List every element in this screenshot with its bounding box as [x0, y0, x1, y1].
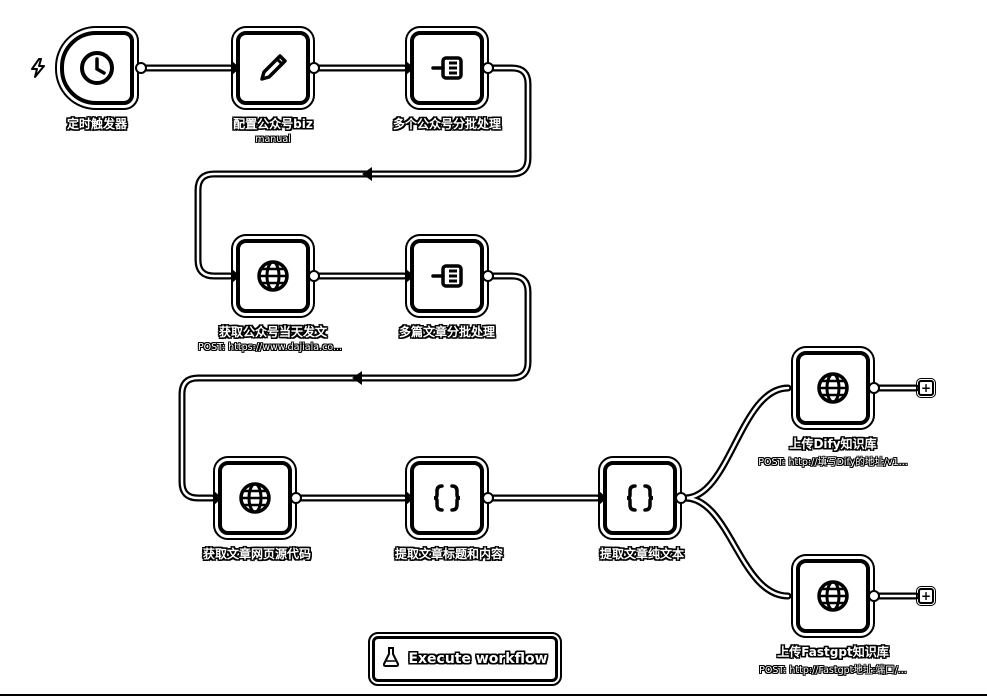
node-split-batches-1[interactable] — [405, 26, 489, 110]
node-timer-trigger[interactable] — [55, 26, 139, 110]
node-subtitle: POST: http://填写Dify的地址/v1... — [758, 457, 908, 468]
execute-workflow-label: Execute workflow — [408, 651, 548, 667]
output-handle[interactable] — [482, 62, 494, 74]
add-node-button[interactable]: + — [916, 586, 936, 606]
node-label: 上传Fastgpt知识库 — [777, 645, 889, 659]
globe-icon — [235, 478, 275, 518]
node-config-biz[interactable] — [231, 26, 315, 110]
lightning-bolt-icon — [30, 58, 46, 82]
globe-icon — [253, 256, 293, 296]
output-handle[interactable] — [308, 62, 320, 74]
execute-workflow-button[interactable]: Execute workflow — [368, 632, 562, 686]
node-label: 多篇文章分批处理 — [398, 325, 496, 339]
node-label: 多个公众号分批处理 — [392, 117, 502, 131]
split-in-batches-icon — [427, 48, 467, 88]
output-handle[interactable] — [290, 492, 302, 504]
output-handle[interactable] — [482, 270, 494, 282]
output-handle[interactable] — [868, 382, 880, 394]
node-upload-fastgpt[interactable] — [791, 554, 875, 638]
output-handle[interactable] — [675, 492, 687, 504]
output-handle[interactable] — [482, 492, 494, 504]
node-subtitle: manual — [255, 134, 291, 145]
node-upload-dify[interactable] — [791, 346, 875, 430]
output-handle[interactable] — [308, 270, 320, 282]
canvas-bottom-border — [0, 694, 987, 696]
node-subtitle: POST: https://www.dajiala.co... — [197, 342, 343, 353]
node-label: 获取公众号当天发文 — [218, 325, 328, 339]
node-label: 上传Dify知识库 — [789, 437, 877, 451]
globe-icon — [813, 576, 853, 616]
node-extract-plain-text[interactable] — [598, 456, 682, 540]
node-label: 定时触发器 — [66, 117, 128, 131]
node-subtitle: POST: http://Fastgpt地址:端口/... — [759, 665, 907, 676]
flask-icon — [382, 647, 400, 671]
globe-icon — [813, 368, 853, 408]
output-handle[interactable] — [135, 62, 147, 74]
pencil-icon — [253, 48, 293, 88]
node-label: 提取文章标题和内容 — [394, 547, 504, 561]
node-fetch-daily-posts[interactable] — [231, 234, 315, 318]
node-label: 配置公众号biz — [233, 117, 313, 131]
output-handle[interactable] — [868, 590, 880, 602]
code-braces-icon — [427, 478, 467, 518]
code-braces-icon — [620, 478, 660, 518]
node-fetch-page-source[interactable] — [213, 456, 297, 540]
add-node-button[interactable]: + — [916, 378, 936, 398]
node-split-batches-2[interactable] — [405, 234, 489, 318]
split-in-batches-icon — [427, 256, 467, 296]
node-label: 获取文章网页源代码 — [202, 547, 312, 561]
node-extract-title-content[interactable] — [405, 456, 489, 540]
node-label: 提取文章纯文本 — [599, 547, 685, 561]
clock-icon — [77, 48, 117, 88]
